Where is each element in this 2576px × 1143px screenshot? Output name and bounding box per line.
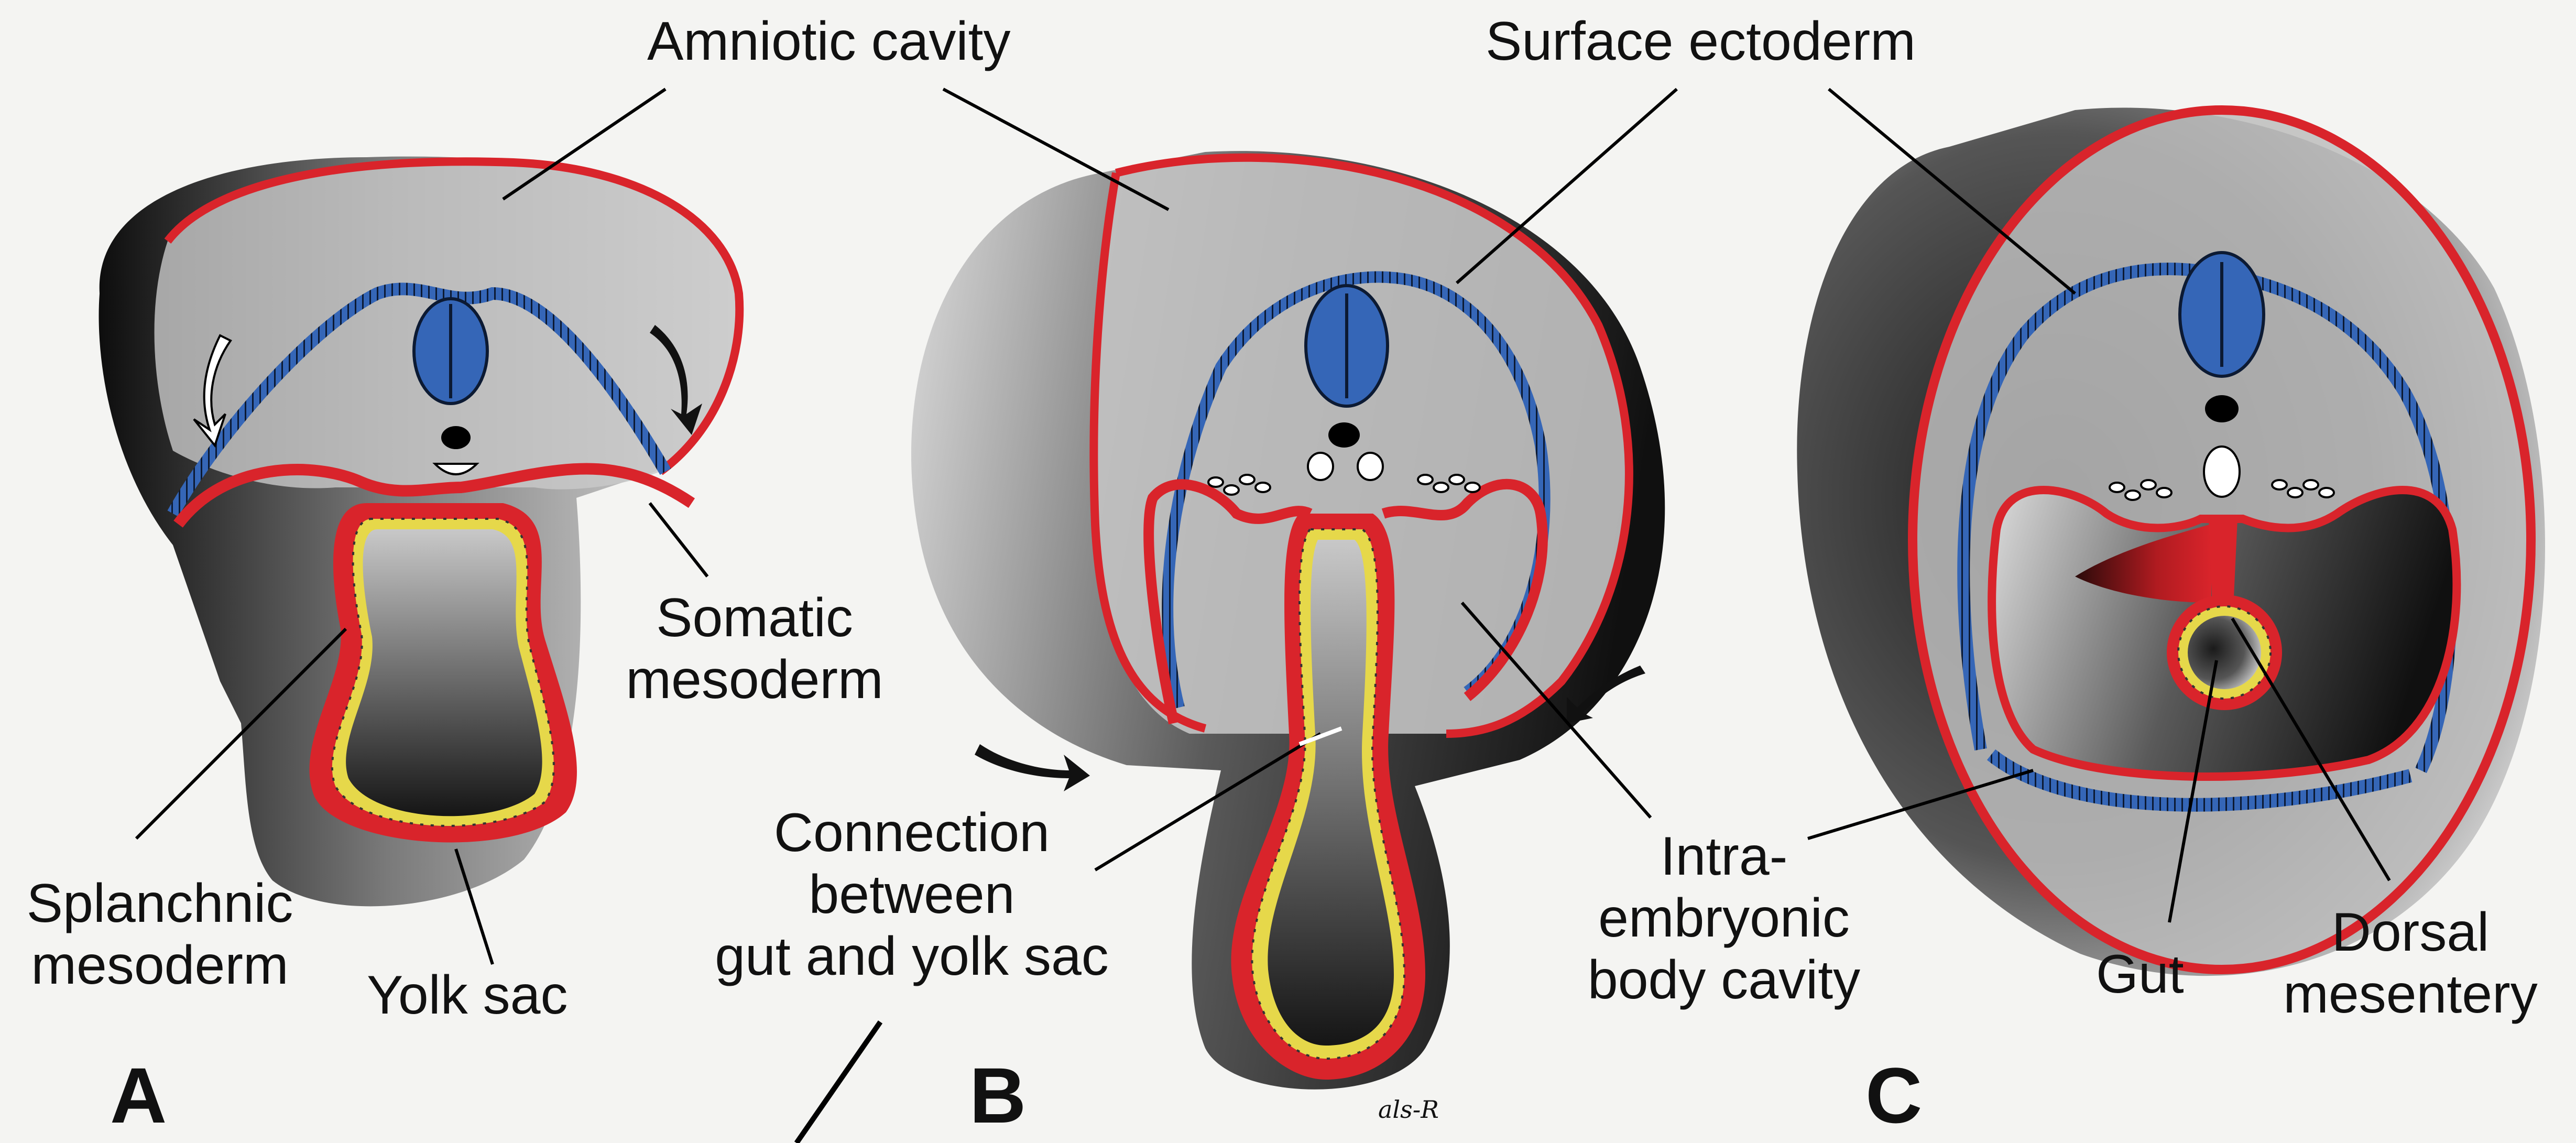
label-surface-ectoderm: Surface ectoderm [1486, 10, 1916, 72]
label-connection-line-2: between [676, 864, 1148, 926]
label-gut: Gut [2096, 943, 2184, 1005]
label-connection: Connection between gut and yolk sac [676, 802, 1148, 987]
panel-c-dorsal-mesentery [2209, 519, 2237, 608]
panel-a-notochord [441, 426, 471, 449]
panel-b-arrow-left [975, 744, 1090, 791]
panel-c-aorta [2204, 447, 2240, 497]
label-connection-line-1: Connection [676, 802, 1148, 864]
panel-c-notochord [2205, 395, 2239, 422]
label-amniotic-cavity: Amniotic cavity [647, 10, 1011, 72]
panel-label-c: C [1865, 1056, 1922, 1135]
label-connection-line-3: gut and yolk sac [676, 926, 1148, 987]
label-dorsal-mesentery: Dorsal mesentery [2253, 901, 2568, 1025]
label-splanchnic-mesoderm: Splanchnic mesoderm [5, 873, 314, 996]
label-somatic-mesoderm: Somatic mesoderm [603, 587, 907, 711]
label-dorsal-line-2: mesentery [2253, 963, 2568, 1025]
panel-c-drawing [1797, 89, 2545, 976]
label-intraembryonic-line-1: Intra- [1541, 825, 1907, 887]
label-splanchnic-line-1: Splanchnic [5, 873, 314, 934]
artist-signature: als-R [1378, 1095, 1439, 1124]
leader-surface-ectoderm-b [1457, 89, 1677, 283]
label-intraembryonic-line-2: embryonic [1541, 887, 1907, 949]
label-yolk-sac: Yolk sac [367, 964, 568, 1026]
label-dorsal-line-1: Dorsal [2253, 901, 2568, 963]
panel-a-drawing [99, 89, 741, 964]
label-intraembryonic-line-3: body cavity [1541, 949, 1907, 1011]
label-splanchnic-line-2: mesoderm [5, 934, 314, 996]
leader-somatic [650, 503, 707, 576]
panel-b-notochord [1328, 422, 1360, 448]
panel-a-yolk-sac-cavity [346, 529, 542, 816]
panel-label-a: A [110, 1056, 167, 1135]
stray-pen-stroke [796, 1022, 880, 1143]
label-somatic-line-1: Somatic [603, 587, 907, 649]
label-intraembryonic-body-cavity: Intra- embryonic body cavity [1541, 825, 1907, 1011]
label-somatic-line-2: mesoderm [603, 649, 907, 711]
panel-label-b: B [969, 1056, 1026, 1135]
panel-c-gut-lumen [2188, 616, 2261, 689]
